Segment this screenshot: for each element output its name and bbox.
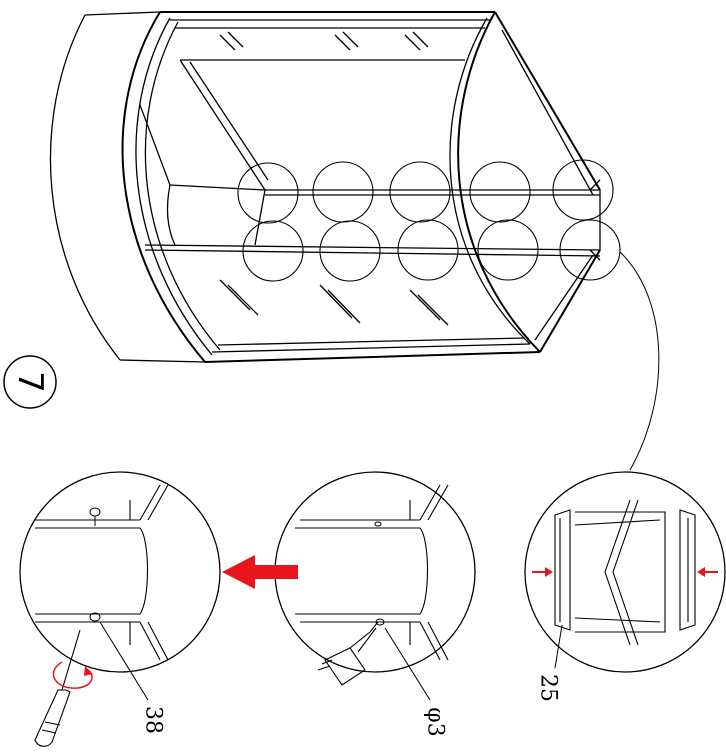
detail-circle	[559, 219, 621, 281]
press-arrow-icon	[697, 567, 718, 577]
detail-drill-hole: φ3	[274, 471, 476, 737]
part-number-label: 38	[141, 706, 166, 734]
step-number: 7	[10, 371, 50, 393]
detail-circle	[477, 219, 539, 281]
detail-circle	[469, 161, 531, 223]
shower-enclosure	[49, 11, 601, 363]
screwdriver-icon	[34, 629, 81, 747]
rotation-arrow-icon	[52, 661, 93, 689]
screw-icon	[89, 507, 101, 622]
detail-markers	[237, 159, 621, 282]
detail-circle	[312, 161, 374, 223]
direction-arrow-icon	[222, 555, 298, 589]
press-arrow-icon	[532, 567, 553, 577]
detail-screw-install: 38	[19, 471, 221, 747]
detail-circle	[237, 162, 299, 224]
detail-circle	[552, 159, 614, 221]
detail-circle	[397, 219, 459, 281]
detail-frame-alignment: 25	[524, 471, 726, 702]
leader-line	[619, 251, 660, 471]
detail-circle	[242, 220, 304, 282]
drill-icon	[317, 621, 379, 686]
step-badge: 7	[3, 355, 57, 409]
part-number-label: 25	[536, 674, 561, 702]
detail-circle	[389, 161, 451, 223]
drill-size-label: φ3	[423, 707, 448, 736]
detail-circle	[319, 220, 381, 282]
